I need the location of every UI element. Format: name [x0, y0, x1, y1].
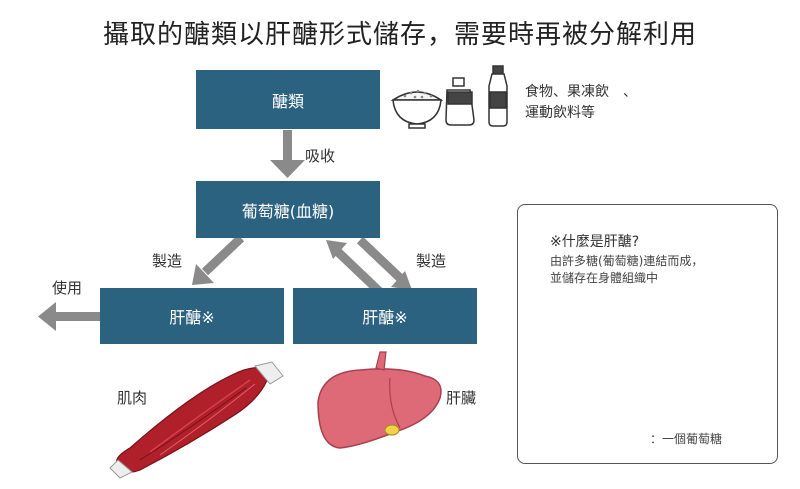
make-label-left: 製造: [152, 252, 183, 270]
glycogen-info-panel: [517, 204, 778, 464]
glycogen-panel-description: 由許多糖(葡萄糖)連結而成， 並儲存在身體組織中: [550, 253, 760, 287]
absorb-arrow: [270, 130, 305, 178]
glucose-label: 葡萄糖(血糖): [241, 201, 335, 221]
glycogen-desc-line-1: 由許多糖(葡萄糖)連結而成，: [550, 254, 704, 268]
make-arrow-left: [201, 234, 245, 276]
liver-illustration: [317, 351, 442, 449]
carbohydrates-label: 醣類: [271, 91, 304, 111]
liver-glycogen-box: 肝醣※: [293, 288, 477, 344]
arrow-head-down-right: [391, 271, 412, 290]
muscle-label: 肌肉: [117, 389, 148, 407]
muscle-glycogen-box: 肝醣※: [100, 288, 284, 344]
make-arrow-right: [334, 236, 404, 296]
glycogen-desc-line-2: 並儲存在身體組織中: [550, 271, 659, 285]
rice-grains-icon: [403, 89, 433, 99]
glucose-legend: ：一個葡萄糖: [650, 432, 723, 446]
absorb-label: 吸收: [305, 147, 336, 165]
food-sources-text: 食物、果凍飲 、 運動飲料等: [525, 82, 637, 124]
use-arrow: [38, 302, 100, 331]
food-sources-line-1: 食物、果凍飲 、: [525, 84, 637, 100]
carbohydrates-box: 醣類: [196, 70, 380, 129]
muscle-illustration: [109, 361, 284, 479]
glucose-box: 葡萄糖(血糖): [196, 181, 380, 238]
make-label-right: 製造: [416, 252, 447, 270]
liver-label: 肝臟: [446, 389, 477, 407]
arrow-head-up-left: [326, 240, 347, 259]
liver-glycogen-label: 肝醣※: [362, 308, 408, 327]
jelly-drink-icon: [445, 77, 475, 126]
make-arrow-left-head: [192, 264, 214, 285]
glycogen-panel-title: ※什麼是肝醣?: [550, 234, 640, 250]
food-sources-line-2: 運動飲料等: [525, 105, 595, 121]
sports-drink-bottle-icon: [488, 65, 508, 127]
diagram-title: 攝取的醣類以肝醣形式儲存，需要時再被分解利用: [102, 20, 697, 50]
use-label: 使用: [52, 279, 83, 297]
rice-bowl-icon: [390, 91, 444, 129]
muscle-glycogen-label: 肝醣※: [169, 308, 215, 327]
